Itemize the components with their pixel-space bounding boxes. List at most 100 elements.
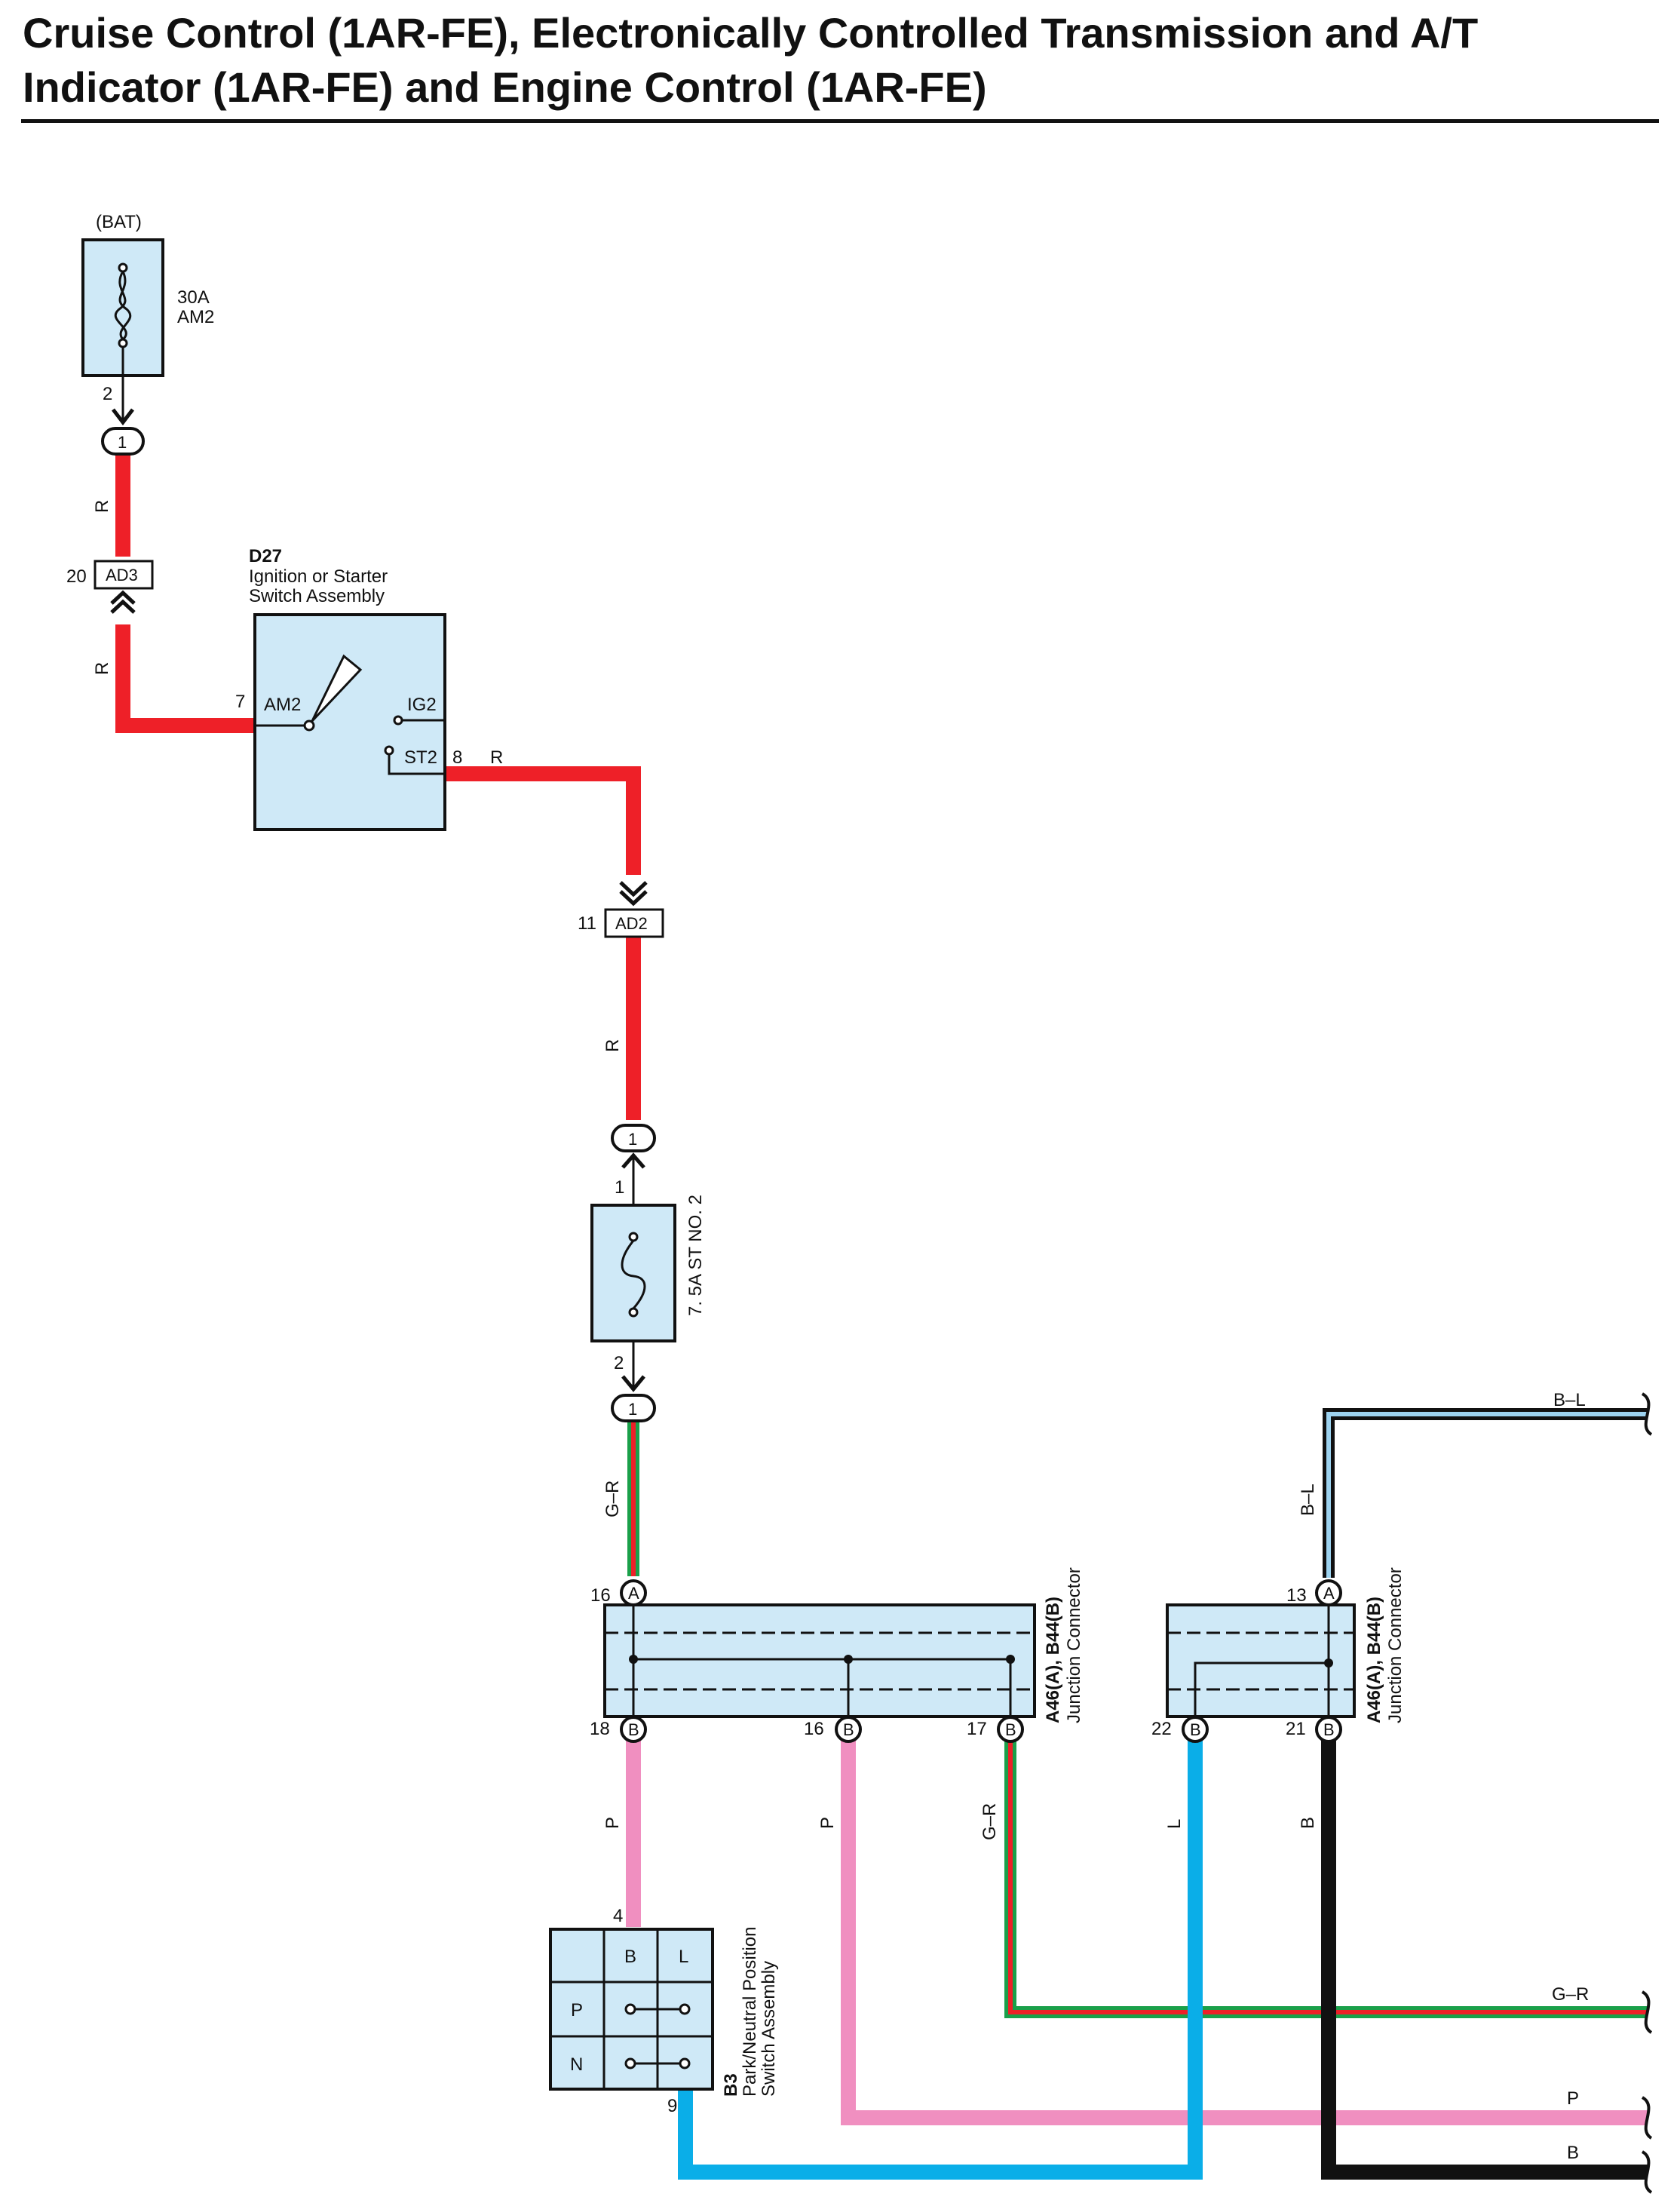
jc2-label-1: A46(A), B44(B) <box>1364 1597 1384 1723</box>
pn-row-n: N <box>570 2054 583 2075</box>
fuse-element-icon <box>114 271 127 341</box>
junction-connector-2: 13 A 22 B 21 B A46(A), B44(B) Junction C… <box>1151 1567 1406 1743</box>
ignition-name-2: Switch Assembly <box>249 586 385 606</box>
continuation-markers <box>1641 1392 1653 2194</box>
right-label-gr: G–R <box>1552 1984 1589 2005</box>
ignition-code: D27 <box>249 546 282 566</box>
jc1-letter-a: A <box>628 1584 639 1603</box>
wire-break-icon <box>1641 2096 1653 2140</box>
pn-col-l: L <box>679 1947 688 1967</box>
ad2-box <box>604 908 664 938</box>
jc1-pin-17: 17 <box>967 1719 987 1739</box>
wire-label-r3: R <box>602 1039 623 1052</box>
ignition-switch: D27 Ignition or Starter Switch Assembly … <box>235 546 503 831</box>
junction-connector-1: 16 A 18 B 16 B 17 B A46(A), B44(B) Junct… <box>590 1567 1084 1743</box>
wire-label-r1: R <box>92 500 112 513</box>
title-rule <box>21 119 1659 123</box>
bat-label: (BAT) <box>96 212 142 232</box>
jc2-pin-top: 13 <box>1286 1585 1307 1606</box>
ad3-name: AD3 <box>106 566 138 585</box>
wire-label-b: B <box>1298 1817 1318 1829</box>
wire-red-3 <box>445 766 641 875</box>
switch-blade-icon <box>311 654 363 723</box>
ignition-wire-r: R <box>490 747 503 768</box>
jc2-pin-21: 21 <box>1286 1719 1306 1739</box>
jc2-label-2: Junction Connector <box>1385 1567 1406 1723</box>
wire-red-2 <box>115 624 255 733</box>
fuse-st-rating: 7. 5A ST NO. 2 <box>685 1195 706 1316</box>
jc2-letter-a: A <box>1323 1584 1335 1603</box>
pn-name-1: Park/Neutral Position <box>740 1927 760 2097</box>
jc2-letter-b1: B <box>1190 1720 1201 1739</box>
wire-black <box>1321 1735 1648 2180</box>
pn-row-p: P <box>571 2000 583 2020</box>
right-label-p: P <box>1567 2088 1579 2109</box>
jc1-label-2: Junction Connector <box>1064 1567 1084 1723</box>
ad2-name: AD2 <box>615 914 648 933</box>
pn-col-b: B <box>624 1947 636 1967</box>
wire-label-bl-right: B–L <box>1553 1390 1586 1410</box>
wires <box>115 453 1648 2180</box>
jb-pill-number: 1 <box>118 433 127 452</box>
jb-pill-bottom <box>611 1394 656 1422</box>
fuse-element-icon <box>621 1240 646 1309</box>
right-label-b: B <box>1567 2143 1579 2163</box>
wire-label-p2: P <box>817 1817 838 1829</box>
connector-ad2: 11 AD2 <box>578 881 664 938</box>
fuse-st-pin-in: 1 <box>615 1177 624 1198</box>
wire-label-l: L <box>1164 1819 1185 1829</box>
pn-code: B3 <box>721 2073 741 2097</box>
arrow-down-icon <box>112 408 134 426</box>
jc1-pin-a-circle <box>620 1579 647 1606</box>
jb-pill-top <box>611 1124 656 1152</box>
wire-bl <box>1323 1408 1648 1578</box>
ignition-name-1: Ignition or Starter <box>249 566 388 587</box>
jc1-letter-b2: B <box>843 1720 854 1739</box>
ignition-label-ig2: IG2 <box>407 695 437 715</box>
fuse-am2-pin: 2 <box>103 384 112 404</box>
switch-contact-icon <box>303 720 315 732</box>
title-block: Cruise Control (1AR-FE), Electronically … <box>23 6 1659 115</box>
wire-break-icon <box>1641 1990 1653 2034</box>
wire-gr-2 <box>1004 1735 1648 2018</box>
ignition-pin-st2: 8 <box>452 747 462 768</box>
ignition-label-st2: ST2 <box>404 747 437 768</box>
wire-pink-2 <box>841 1735 1648 2125</box>
connector-ad3: 20 AD3 <box>66 560 154 614</box>
fuse-st-pin-out: 2 <box>614 1353 624 1373</box>
jb-pill <box>101 427 145 456</box>
double-chevron-down-icon <box>619 881 648 907</box>
pn-pin-bottom: 9 <box>667 2096 677 2116</box>
ad3-box <box>94 560 154 590</box>
jc1-label-1: A46(A), B44(B) <box>1043 1597 1063 1723</box>
ignition-pin-am2: 7 <box>235 692 245 712</box>
jc2-pin-22: 22 <box>1151 1719 1172 1739</box>
page-title-line-2: Indicator (1AR-FE) and Engine Control (1… <box>23 63 987 111</box>
jc1-box <box>603 1603 1036 1718</box>
wire-label-gr1: G–R <box>602 1480 623 1517</box>
jc1-letter-b3: B <box>1005 1720 1016 1739</box>
wire-break-icon <box>1641 2150 1653 2194</box>
jc1-pin-16: 16 <box>804 1719 824 1739</box>
wire-label-gr2: G–R <box>979 1803 1000 1840</box>
wire-label-r2: R <box>92 662 112 675</box>
jc1-letter-b1: B <box>628 1720 639 1739</box>
park-neutral-switch: 4 B L P N 9 B3 Park/Neutral Position Swi… <box>549 1906 779 2116</box>
jc2-box <box>1166 1603 1356 1718</box>
jc1-pin-top: 16 <box>590 1585 611 1606</box>
pn-pin-top: 4 <box>613 1906 623 1926</box>
ad2-pin: 11 <box>578 913 596 934</box>
jc1-pin-18: 18 <box>590 1719 610 1739</box>
pn-name-2: Switch Assembly <box>759 1961 779 2097</box>
page-title-line-1: Cruise Control (1AR-FE), Electronically … <box>23 9 1479 57</box>
jc2-letter-b2: B <box>1323 1720 1335 1739</box>
wire-label-bl: B–L <box>1298 1483 1318 1516</box>
ignition-label-am2: AM2 <box>264 695 301 715</box>
jb-pill-top-number: 1 <box>628 1130 637 1149</box>
fuse-st-box <box>590 1204 676 1342</box>
fuse-am2-rating: 30A <box>177 287 210 308</box>
fuse-st: 1 1 7. 5A ST NO. 2 2 1 <box>590 1124 706 1422</box>
wire-break-icon <box>1641 1392 1653 1436</box>
jb-pill-bottom-number: 1 <box>628 1400 637 1419</box>
